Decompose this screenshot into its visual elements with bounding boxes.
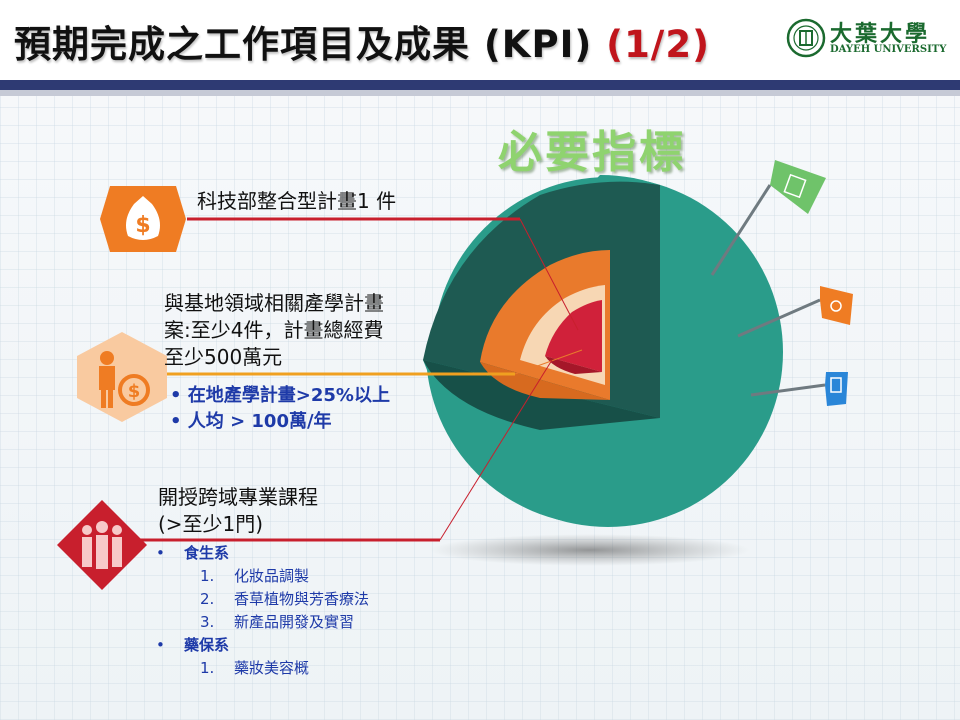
- businessman-coin-icon: $: [77, 332, 167, 422]
- bullet-dot: •: [156, 544, 165, 562]
- connector-tail-3: [439, 359, 553, 541]
- item-2-line-2: 案:至少4件，計畫總經費: [164, 318, 384, 342]
- course-1-3-name: 新產品開發及實習: [234, 613, 355, 631]
- item-3-line-2: (>至少1門): [158, 512, 264, 536]
- course-list: • 食生系 1. 化妝品調製 2. 香草植物與芳香療法 3. 新產品開發及實習 • 藥保系…: [156, 542, 369, 680]
- layer-orange-floor: [480, 362, 610, 400]
- page-indicator: (1/2): [606, 23, 710, 66]
- section-subtitle: 必要指標: [498, 127, 686, 178]
- title-text: 預期完成之工作項目及成果 (KPI): [14, 23, 593, 66]
- sphere-shadow: [430, 534, 750, 566]
- department-1: • 食生系: [156, 542, 369, 565]
- bullet-dot: •: [170, 411, 182, 432]
- header-bar-shadow: [0, 90, 960, 96]
- item-3-text: 開授跨域專業課程 (>至少1門): [158, 484, 318, 538]
- course-1-2: 2. 香草植物與芳香療法: [156, 588, 369, 611]
- flag-pole-2: [737, 298, 821, 338]
- header: 預期完成之工作項目及成果 (KPI) (1/2) 大葉大學 DAYEH UNIV…: [0, 0, 960, 96]
- logo-english: DAYEH UNIVERSITY: [830, 44, 947, 55]
- connector-tail-1: [519, 218, 579, 331]
- bullet-dot: •: [170, 385, 182, 406]
- course-1-2-name: 香草植物與芳香療法: [234, 590, 370, 608]
- header-bar: [0, 80, 960, 90]
- page-title: 預期完成之工作項目及成果 (KPI) (1/2): [14, 14, 710, 68]
- item-1-text: 科技部整合型計畫1 件: [197, 189, 397, 213]
- seal-icon: [786, 18, 826, 58]
- sub-bullet-2: • 人均 > 100萬/年: [170, 409, 390, 435]
- flag-pole-1: [710, 184, 772, 276]
- course-number: 3.: [200, 613, 215, 631]
- flag-doc-glyph: [783, 173, 807, 199]
- chart-flag-icon: [820, 286, 853, 325]
- logo-chinese: 大葉大學: [830, 21, 931, 47]
- department-2: • 藥保系: [156, 634, 369, 657]
- department-1-name: 食生系: [184, 544, 230, 562]
- people-group-icon: [57, 500, 147, 590]
- document-flag-icon: [770, 160, 826, 214]
- university-logo: 大葉大學 DAYEH UNIVERSITY: [786, 18, 946, 74]
- course-number: 1.: [200, 659, 215, 677]
- core-red: [545, 300, 602, 372]
- money-bag-icon: $: [100, 186, 186, 252]
- item-2-sub-bullets: • 在地產學計畫>25%以上 • 人均 > 100萬/年: [170, 383, 390, 435]
- clipboard-flag-icon: [825, 372, 848, 406]
- item-2-line-1: 與基地領域相關產學計畫: [164, 291, 384, 315]
- item-2-text: 與基地領域相關產學計畫 案:至少4件，計畫總經費 至少500萬元: [164, 290, 384, 371]
- department-2-name: 藥保系: [184, 636, 230, 654]
- flag-pole-3: [750, 383, 826, 397]
- course-1-1: 1. 化妝品調製: [156, 565, 369, 588]
- svg-text:$: $: [135, 213, 150, 238]
- flag-chart-glyph: [830, 300, 842, 312]
- bullet-dot: •: [156, 636, 165, 654]
- course-1-1-name: 化妝品調製: [234, 567, 310, 585]
- item-2-line-3: 至少500萬元: [164, 345, 283, 369]
- connector-tail-2: [514, 349, 583, 375]
- course-1-3: 3. 新產品開發及實習: [156, 611, 369, 634]
- course-number: 2.: [200, 590, 215, 608]
- sub-bullet-1-text: 在地產學計畫>25%以上: [187, 385, 390, 406]
- sub-bullet-2-text: 人均 > 100萬/年: [187, 411, 332, 432]
- course-2-1-name: 藥妝美容概: [234, 659, 310, 677]
- sub-bullet-1: • 在地產學計畫>25%以上: [170, 383, 390, 409]
- item-3-line-1: 開授跨域專業課程: [158, 485, 318, 509]
- course-2-1: 1. 藥妝美容概: [156, 657, 369, 680]
- course-number: 1.: [200, 567, 215, 585]
- core-floor: [545, 356, 602, 374]
- svg-text:$: $: [128, 381, 141, 402]
- flag-clipboard-glyph: [830, 377, 842, 393]
